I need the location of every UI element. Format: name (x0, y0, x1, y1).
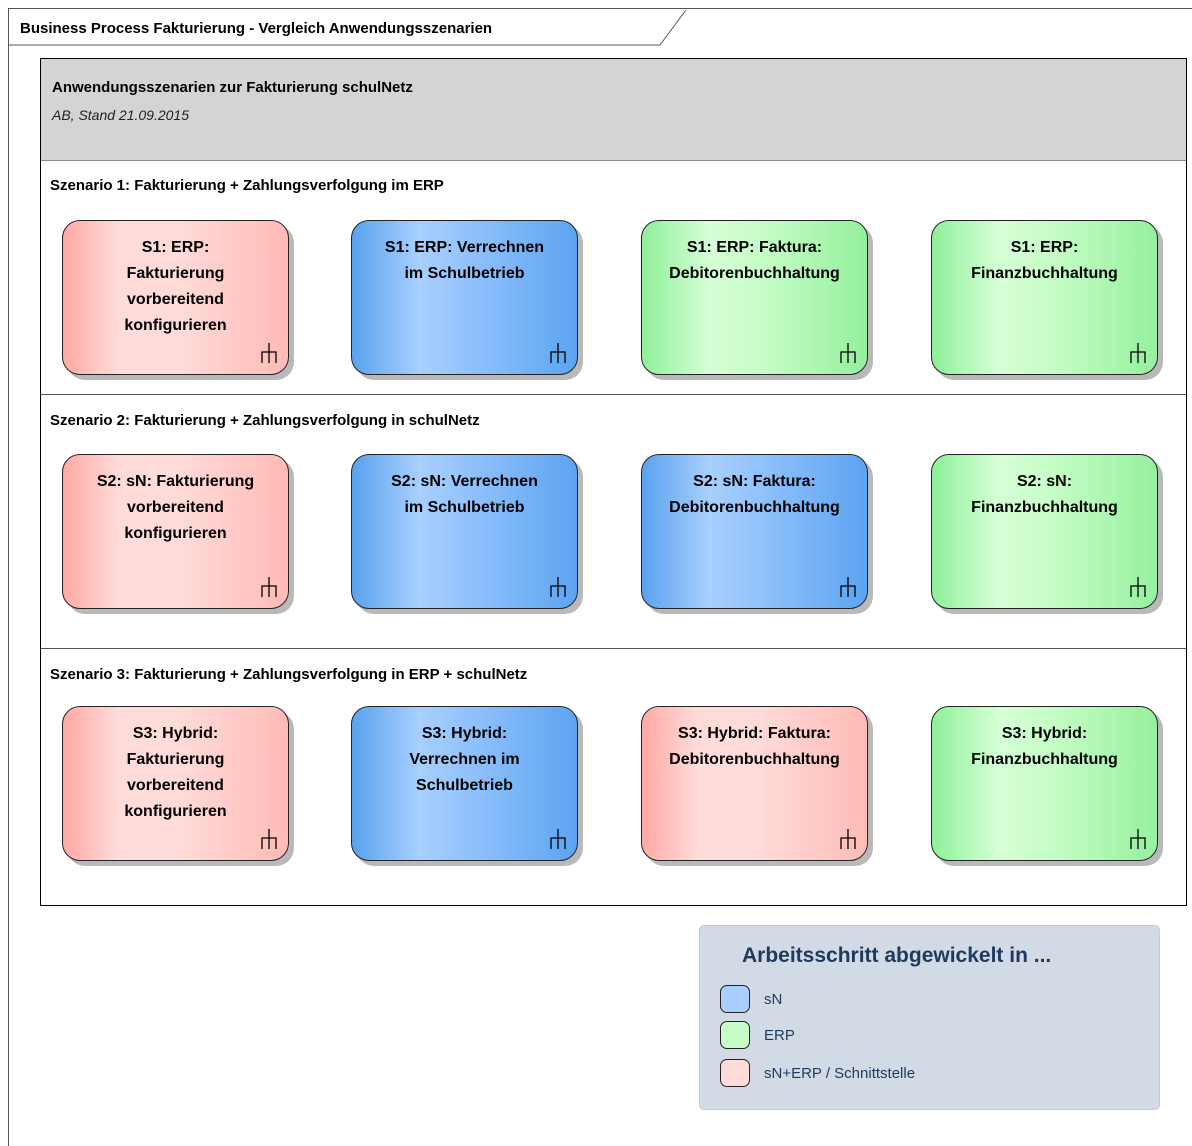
scenario-title: Szenario 3: Fakturierung + Zahlungsverfo… (50, 666, 528, 683)
process-label: S1: ERP: Faktura: Debitorenbuchhaltung (669, 239, 840, 282)
legend-swatch (720, 1059, 750, 1087)
process-fork-icon (840, 829, 856, 849)
legend-title: Arbeitsschritt abgewickelt in ... (742, 944, 1052, 967)
diagram-header: Anwendungsszenarien zur Fakturierung sch… (41, 59, 1186, 161)
process-fork-icon (1130, 577, 1146, 597)
process-box[interactable]: S1: ERP: Finanzbuchhaltung (931, 220, 1158, 375)
process-fork-icon (261, 829, 277, 849)
process-fork-icon (261, 343, 277, 363)
process-box[interactable]: S1: ERP: Fakturierung vorbereitend konfi… (62, 220, 289, 375)
process-label: S2: sN: Verrechnen im Schulbetrieb (391, 473, 538, 516)
frame-border-left (8, 8, 9, 1146)
scenario-lane-2: Szenario 2: Fakturierung + Zahlungsverfo… (41, 394, 1186, 649)
process-label: S3: Hybrid: Fakturierung vorbereitend ko… (124, 725, 227, 820)
process-box[interactable]: S2: sN: Verrechnen im Schulbetrieb (351, 454, 578, 609)
diagram-header-title: Anwendungsszenarien zur Fakturierung sch… (52, 79, 413, 96)
scenario-lane-3: Szenario 3: Fakturierung + Zahlungsverfo… (41, 648, 1186, 906)
process-box[interactable]: S3: Hybrid: Verrechnen im Schulbetrieb (351, 706, 578, 861)
process-label: S1: ERP: Fakturierung vorbereitend konfi… (124, 239, 227, 334)
process-box[interactable]: S1: ERP: Verrechnen im Schulbetrieb (351, 220, 578, 375)
legend: Arbeitsschritt abgewickelt in ... sN ERP… (699, 925, 1160, 1110)
process-label: S3: Hybrid: Faktura: Debitorenbuchhaltun… (669, 725, 840, 768)
legend-label: sN (764, 991, 783, 1008)
process-label: S3: Hybrid: Finanzbuchhaltung (971, 725, 1118, 768)
scenario-title: Szenario 1: Fakturierung + Zahlungsverfo… (50, 177, 444, 194)
frame-title: Business Process Fakturierung - Vergleic… (20, 20, 493, 37)
process-label: S1: ERP: Verrechnen im Schulbetrieb (384, 239, 545, 282)
diagram-container: Anwendungsszenarien zur Fakturierung sch… (40, 58, 1187, 906)
process-label: S3: Hybrid: Verrechnen im Schulbetrieb (409, 725, 520, 794)
scenario-lane-1: Szenario 1: Fakturierung + Zahlungsverfo… (41, 160, 1186, 394)
process-box[interactable]: S1: ERP: Faktura: Debitorenbuchhaltung (641, 220, 868, 375)
process-box[interactable]: S3: Hybrid: Faktura: Debitorenbuchhaltun… (641, 706, 868, 861)
process-fork-icon (1130, 343, 1146, 363)
process-fork-icon (261, 577, 277, 597)
diagram-header-subtitle: AB, Stand 21.09.2015 (52, 107, 189, 123)
process-label: S2: sN: Finanzbuchhaltung (971, 473, 1118, 516)
legend-label: ERP (764, 1027, 795, 1044)
process-fork-icon (550, 343, 566, 363)
process-fork-icon (1130, 829, 1146, 849)
process-fork-icon (550, 829, 566, 849)
process-fork-icon (840, 343, 856, 363)
process-box[interactable]: S2: sN: Finanzbuchhaltung (931, 454, 1158, 609)
process-fork-icon (550, 577, 566, 597)
legend-label: sN+ERP / Schnittstelle (764, 1065, 916, 1082)
frame-title-tab (8, 9, 687, 46)
process-box[interactable]: S3: Hybrid: Finanzbuchhaltung (931, 706, 1158, 861)
process-box[interactable]: S3: Hybrid: Fakturierung vorbereitend ko… (62, 706, 289, 861)
process-label: S2: sN: Faktura: Debitorenbuchhaltung (669, 473, 840, 516)
process-box[interactable]: S2: sN: Fakturierung vorbereitend konfig… (62, 454, 289, 609)
process-label: S1: ERP: Finanzbuchhaltung (971, 239, 1118, 282)
legend-swatch (720, 985, 750, 1013)
process-box[interactable]: S2: sN: Faktura: Debitorenbuchhaltung (641, 454, 868, 609)
process-label: S2: sN: Fakturierung vorbereitend konfig… (96, 473, 255, 542)
scenario-title: Szenario 2: Fakturierung + Zahlungsverfo… (50, 412, 480, 429)
process-fork-icon (840, 577, 856, 597)
frame-border-top (8, 8, 1192, 9)
legend-swatch (720, 1021, 750, 1049)
